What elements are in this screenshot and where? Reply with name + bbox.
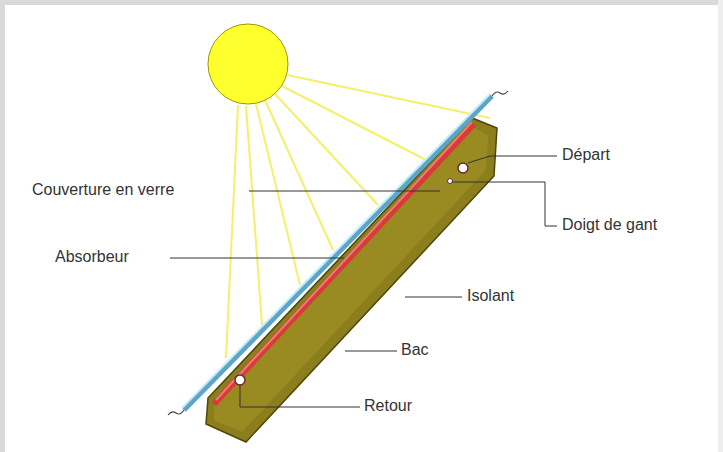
frame-left [0,0,5,452]
collector-box [206,118,497,442]
absorber-label: Absorbeur [55,248,129,266]
flow-pipe [458,163,468,173]
absorber [214,124,474,404]
return-pipe [235,375,245,385]
glass-cover-highlight [182,94,490,408]
leader-lines [170,156,557,407]
sun [208,24,288,104]
glass-cover-label: Couverture en verre [32,181,174,199]
frame-right [718,0,723,452]
insulation [214,126,488,432]
frame-top [0,0,723,5]
absorber-highlight [216,122,472,400]
glass-cover [184,96,492,410]
glass-end-curl [492,91,508,96]
insulation-label: Isolant [467,287,514,305]
glass-end-curl [168,410,184,415]
thermowell [448,179,453,184]
box-label: Bac [401,341,429,359]
flow-label: Départ [562,146,610,164]
return-label: Retour [364,397,412,415]
thermowell-label: Doigt de gant [562,216,657,234]
